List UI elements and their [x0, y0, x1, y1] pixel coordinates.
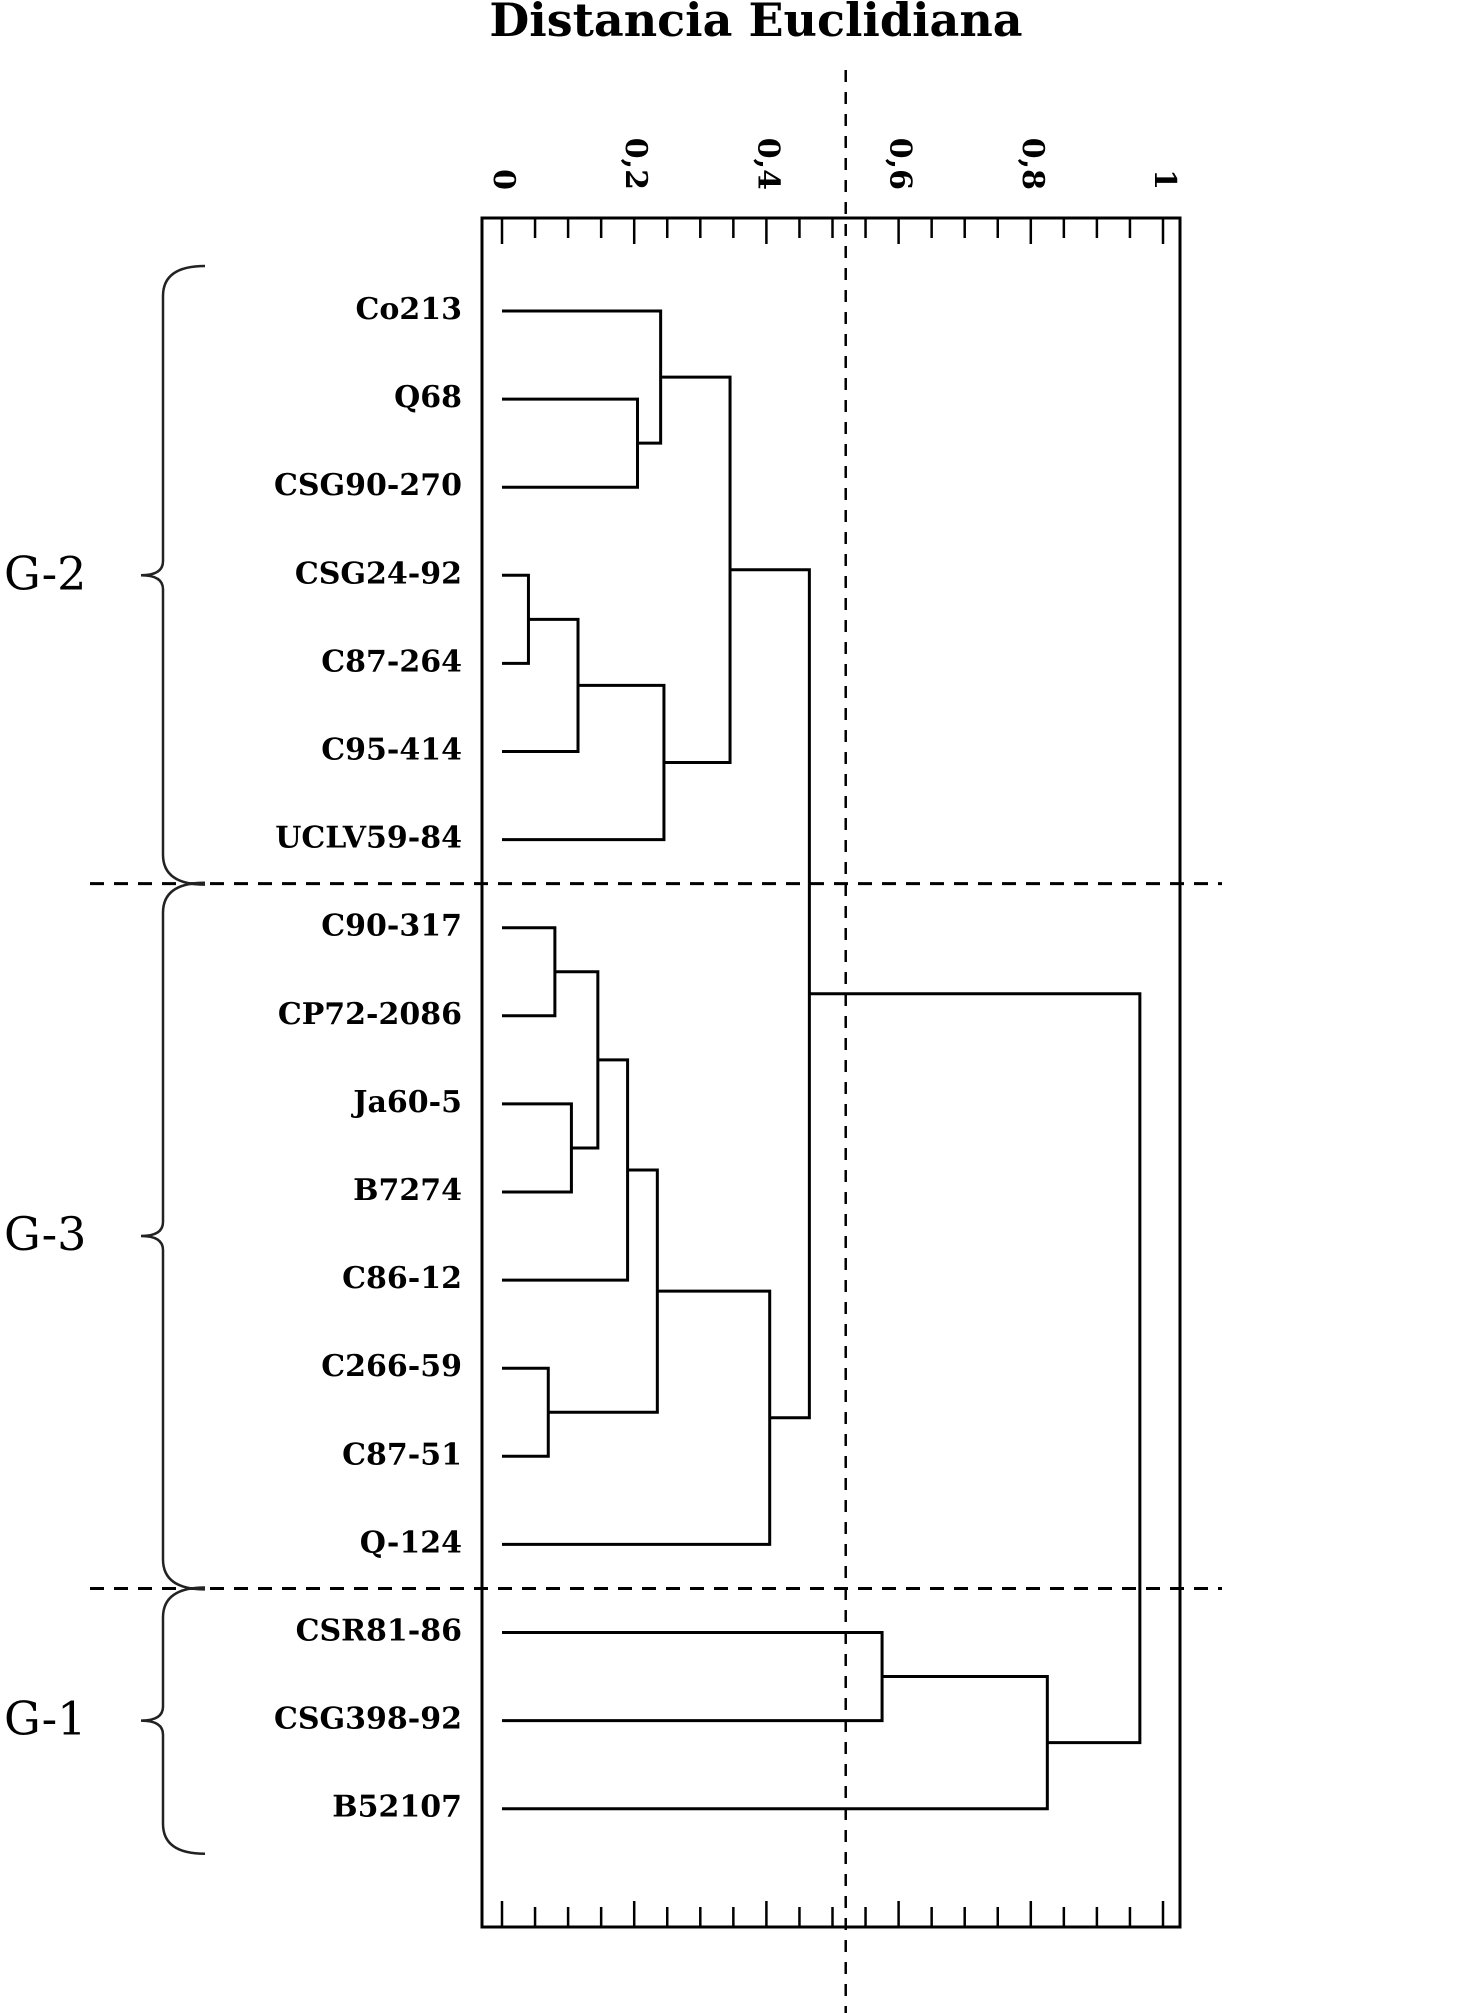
leaf-label: B52107: [332, 1790, 462, 1825]
axis-tick-label: 0,8: [1015, 138, 1050, 190]
leaf-labels: Co213Q68CSG90-270CSG24-92C87-264C95-414U…: [274, 292, 462, 1825]
dendrogram-link: [502, 1631, 884, 1723]
leaf-label: CP72-2086: [278, 997, 462, 1032]
chart-title: Distancia Euclidiana: [489, 0, 1022, 47]
leaf-label: Q68: [394, 380, 462, 415]
dendrogram-link: [660, 375, 732, 765]
axis-tick-label: 0,4: [750, 138, 785, 190]
dendrogram-link: [809, 992, 1142, 1745]
group-label: G-1: [4, 1692, 86, 1746]
axis-tick-label: 0,6: [883, 138, 918, 190]
leaf-label: CSR81-86: [296, 1614, 462, 1649]
group-bracket: [140, 1586, 206, 1855]
group-label: G-3: [4, 1207, 86, 1261]
leaf-label: B7274: [353, 1173, 462, 1208]
leaf-label: Q-124: [360, 1525, 462, 1560]
axis-tick-label: 0: [486, 169, 521, 190]
dendrogram-link: [502, 1102, 573, 1194]
axis-tick-labels: 0 0,2 0,4 0,6 0,8 1: [486, 138, 1182, 190]
leaf-label: C266-59: [321, 1349, 462, 1384]
dendrogram-link: [502, 617, 580, 753]
dendrogram-link: [502, 1675, 1049, 1811]
dendrogram-link: [502, 573, 530, 665]
dendrogram-links: [502, 309, 1142, 1811]
dendrogram-link: [554, 970, 600, 1150]
plot-frame: [480, 216, 1182, 1929]
axis-tick-label: 0,2: [618, 138, 653, 190]
group-brackets: G-2G-3G-1: [4, 264, 206, 1855]
leaf-label: C86-12: [342, 1261, 462, 1296]
dendrogram-link: [502, 1058, 630, 1282]
dendrogram-link: [502, 1289, 772, 1546]
dendrogram-link: [502, 1366, 550, 1458]
leaf-label: UCLV59-84: [275, 821, 462, 856]
leaf-label: Ja60-5: [350, 1085, 462, 1120]
group-bracket: [140, 264, 206, 886]
leaf-label: C95-414: [321, 733, 462, 768]
dendrogram-link: [502, 397, 640, 489]
dendrogram-link: [502, 926, 557, 1018]
leaf-label: CSG90-270: [274, 468, 462, 503]
leaf-label: CSG398-92: [274, 1702, 462, 1737]
dendrogram-link: [548, 1168, 659, 1414]
leaf-label: C90-317: [321, 909, 462, 944]
leaf-label: Co213: [355, 292, 462, 327]
leaf-label: CSG24-92: [295, 556, 462, 591]
cutoff-lines: [90, 70, 1222, 2013]
leaf-label: C87-264: [321, 644, 462, 679]
axis-tick-label: 1: [1147, 169, 1182, 190]
leaf-label: C87-51: [342, 1437, 462, 1472]
axis-ticks: [500, 218, 1165, 1927]
group-label: G-2: [4, 546, 86, 600]
dendrogram-link: [502, 683, 666, 842]
group-bracket: [140, 881, 206, 1591]
